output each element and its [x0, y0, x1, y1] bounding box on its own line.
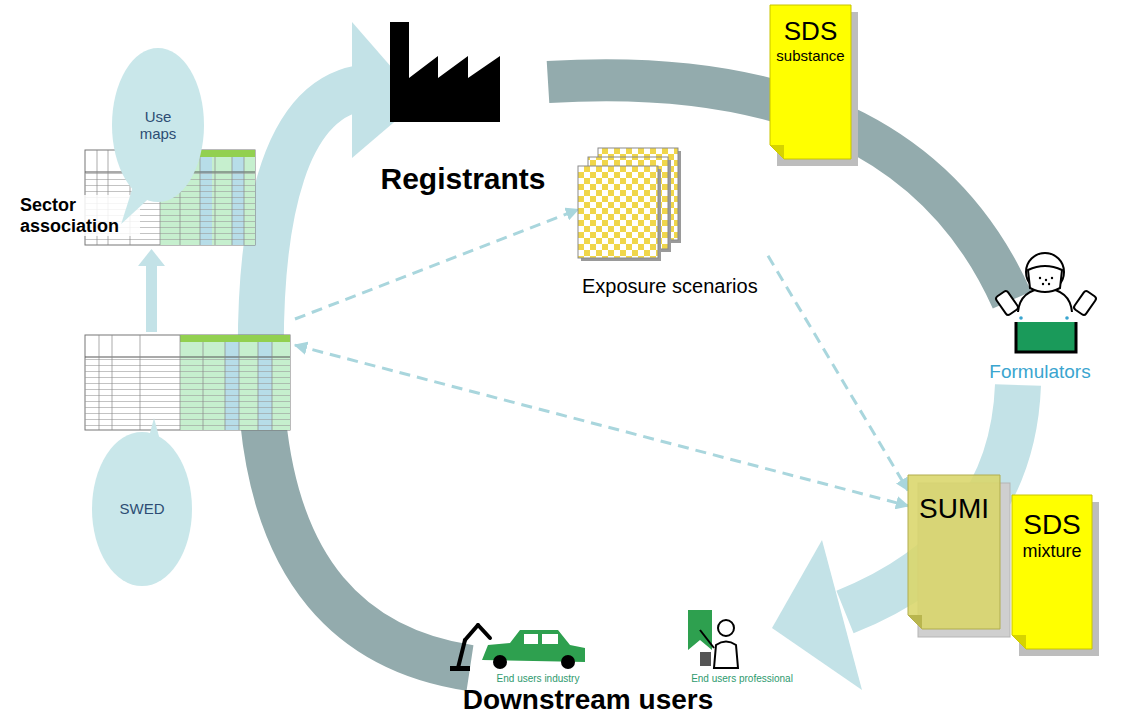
document-stack: Exposure scenarios — [578, 148, 768, 302]
speech-bubble: SWED — [92, 432, 192, 586]
painter-icon — [688, 610, 738, 668]
icon-caption: End users industry — [497, 674, 580, 685]
document-sheet: SUMI — [908, 475, 1000, 629]
dashed-connector — [295, 210, 578, 319]
node-title: Use maps — [132, 108, 184, 143]
actor-label: Registrants — [380, 163, 545, 195]
node-subtitle: mixture — [1022, 541, 1081, 562]
car-icon — [450, 625, 585, 671]
actor-label: Formulators — [989, 362, 1090, 382]
icon-caption: End users professional — [691, 674, 793, 685]
node-title: SDS — [1023, 509, 1081, 541]
formulator-icon — [995, 253, 1097, 352]
actor-label: Downstream users — [463, 685, 714, 714]
cycle-arrows — [261, 22, 1018, 690]
node-title: SWED — [120, 500, 165, 517]
dashed-connector — [768, 256, 908, 491]
node-subtitle: substance — [776, 47, 844, 64]
speech-bubble: Use maps — [112, 48, 204, 202]
document-sheet: SDSmixture — [1012, 495, 1092, 649]
spreadsheet — [85, 335, 290, 430]
node-title: SDS — [784, 17, 837, 47]
up-arrow — [138, 249, 165, 332]
node-title: SUMI — [919, 493, 989, 525]
factory-icon — [390, 22, 500, 122]
node-title: Sector association — [18, 195, 140, 236]
document-sheet: SDSsubstance — [770, 5, 851, 159]
node-title: Exposure scenarios — [582, 275, 758, 298]
dashed-connector — [295, 345, 908, 506]
